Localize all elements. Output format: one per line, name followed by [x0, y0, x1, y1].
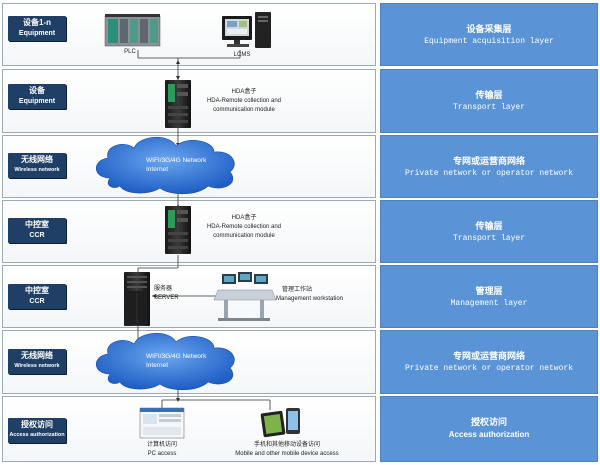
layer-zh: 授权访问	[470, 417, 507, 427]
cloud-label-2a: WIFI/3G/4G Network	[146, 353, 207, 360]
layer-private-network-2: 专网或运营商网络 Private network or operator net…	[380, 330, 598, 394]
tag-en: CCR	[29, 232, 45, 239]
layer-management: 管理层 Management layer	[380, 265, 598, 328]
workstation-zh-label: 管理工作站	[282, 287, 313, 293]
tag-ccr-management: 中控室 CCR	[8, 284, 66, 309]
layer-equipment-acquisition: 设备采集层 Equipment acquisition layer	[380, 3, 598, 66]
hda-zh-label-2: HDA盒子	[231, 215, 257, 221]
workstation-en-label: Management workstation	[276, 296, 344, 302]
layer-access-authorization: 授权访问 Access authorization	[380, 396, 598, 462]
layer-zh: 专网或运营商网络	[452, 351, 525, 361]
hda-en-label-2a: HDA-Remote collection and	[206, 224, 282, 230]
tag-zh: 无线网络	[21, 155, 53, 164]
pc-screen-icon	[139, 407, 185, 439]
tag-en: Wireless network	[14, 363, 60, 369]
hda-en-label-2b: communication module	[213, 233, 275, 239]
server-en-label: SERVER	[154, 295, 179, 301]
tag-ccr-transport: 中控室 CCR	[8, 218, 66, 243]
layer-zh: 传输层	[475, 221, 503, 231]
lcms-label: LCMS	[233, 52, 251, 58]
layer-transport-1: 传输层 Transport layer	[380, 69, 598, 133]
mobile-devices-icon	[260, 408, 300, 438]
tag-zh: 中控室	[25, 220, 49, 229]
hda-en-label-1b: communication module	[213, 107, 275, 113]
tag-en: CCR	[29, 298, 45, 305]
hda-en-label-1a: HDA-Remote collection and	[206, 98, 282, 104]
layer-zh: 传输层	[475, 90, 503, 100]
cloud-label-1a: WIFI/3G/4G Network	[146, 157, 207, 164]
tag-zh: 授权访问	[21, 420, 53, 429]
hda-box-icon-2	[165, 206, 191, 254]
cloud-icon-1	[95, 136, 235, 195]
layer-private-network-1: 专网或运营商网络 Private network or operator net…	[380, 135, 598, 198]
layer-en: Private network or operator network	[404, 169, 574, 178]
tag-en: Equipment	[18, 30, 56, 37]
mobile-en-label: Mobile and other mobile device access	[235, 451, 339, 457]
tag-equipment: 设备 Equipment	[8, 84, 66, 109]
server-zh-label: 服务器	[154, 286, 173, 292]
mobile-zh-label: 手机和其他移动设备访问	[253, 442, 320, 448]
cloud-label-1b: Internet	[146, 166, 169, 173]
tag-wireless-2: 无线网络 Wireless network	[8, 349, 66, 374]
layer-en: Transport layer	[452, 103, 525, 112]
layer-zh: 管理层	[475, 286, 503, 296]
hda-box-icon-1	[165, 80, 191, 128]
tag-zh: 无线网络	[21, 351, 53, 360]
layer-zh: 设备采集层	[466, 24, 512, 34]
layer-en: Private network or operator network	[404, 364, 574, 373]
plc-label: PLC	[124, 49, 136, 55]
pc-zh-label: 计算机访问	[146, 442, 177, 448]
hda-zh-label-1: HDA盒子	[231, 89, 257, 95]
layer-zh: 专网或运营商网络	[452, 156, 525, 166]
layer-en: Equipment acquisition layer	[424, 37, 554, 46]
tag-zh: 中控室	[25, 286, 49, 295]
management-workstation-icon	[213, 272, 277, 321]
layer-en: Access authorization	[448, 430, 530, 439]
server-rack-icon	[124, 272, 150, 326]
cloud-label-2b: Internet	[146, 362, 169, 369]
layer-en: Management layer	[450, 299, 528, 308]
lcms-computer-icon	[222, 12, 271, 48]
tag-access: 授权访问 Access authorization	[8, 418, 66, 443]
cloud-icon-2	[95, 332, 235, 391]
tag-equipment-1n: 设备1-n Equipment	[8, 16, 66, 41]
layer-transport-2: 传输层 Transport layer	[380, 200, 598, 263]
tag-en: Wireless network	[14, 167, 60, 173]
plc-icon	[104, 14, 161, 47]
tag-wireless-1: 无线网络 Wireless network	[8, 153, 66, 178]
tag-zh: 设备1-n	[23, 18, 51, 27]
pc-en-label: PC access	[147, 451, 177, 457]
tag-zh: 设备	[29, 86, 45, 95]
tag-en: Access authorization	[9, 432, 65, 438]
layer-en: Transport layer	[452, 234, 525, 243]
tag-en: Equipment	[18, 98, 56, 105]
